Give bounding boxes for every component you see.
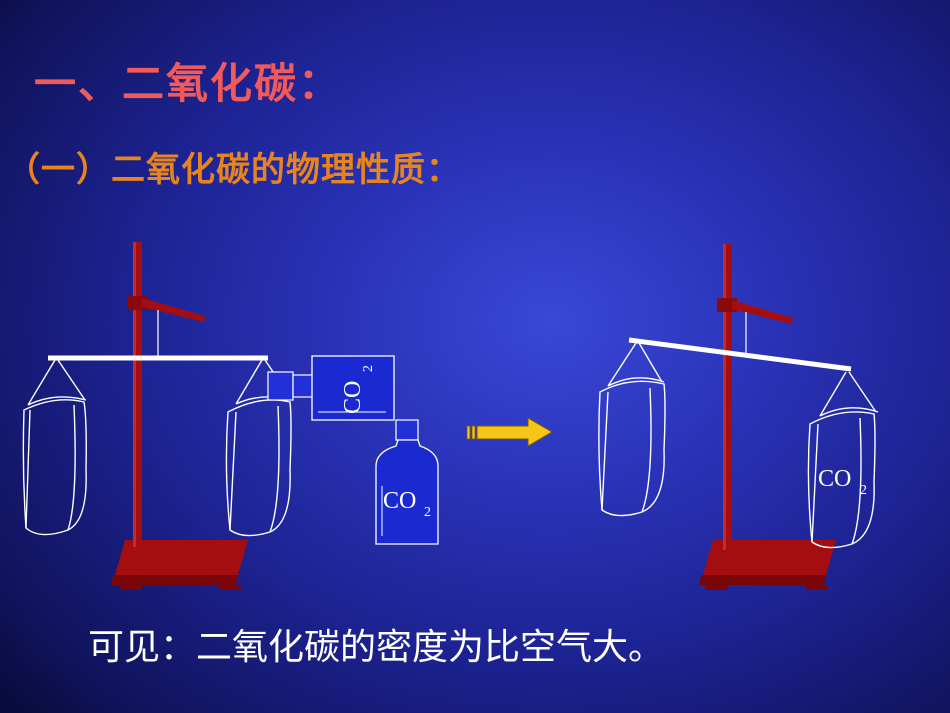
gas-bottle-icon: CO 2 <box>311 355 419 441</box>
co2-label-upright: CO <box>383 488 416 514</box>
co2-label-tilted: CO <box>340 381 366 414</box>
balance-stand-icon <box>111 242 248 590</box>
balance-stand-icon <box>699 244 836 590</box>
co2-subscript-tilted: 2 <box>361 365 376 372</box>
gas-bottle-icon: CO 2 <box>375 439 439 545</box>
conclusion-text: 可见：二氧化碳的密度为比空气大。 <box>88 627 665 668</box>
paper-bag-icon <box>598 342 666 517</box>
paper-bag-icon <box>22 359 87 536</box>
paper-bag-icon <box>807 371 879 549</box>
section-subtitle: （一）二氧化碳的物理性质： <box>6 150 461 190</box>
co2-label-bag: CO <box>818 466 851 492</box>
co2-subscript-upright: 2 <box>424 505 431 520</box>
right-arrow-icon <box>466 417 553 447</box>
left-balance-apparatus: CO 2 CO 2 <box>22 242 439 590</box>
co2-subscript-bag: 2 <box>860 483 867 498</box>
slide-title: 一、二氧化碳： <box>34 59 343 108</box>
right-balance-apparatus: CO 2 <box>598 244 879 590</box>
delivery-tube <box>267 371 314 401</box>
